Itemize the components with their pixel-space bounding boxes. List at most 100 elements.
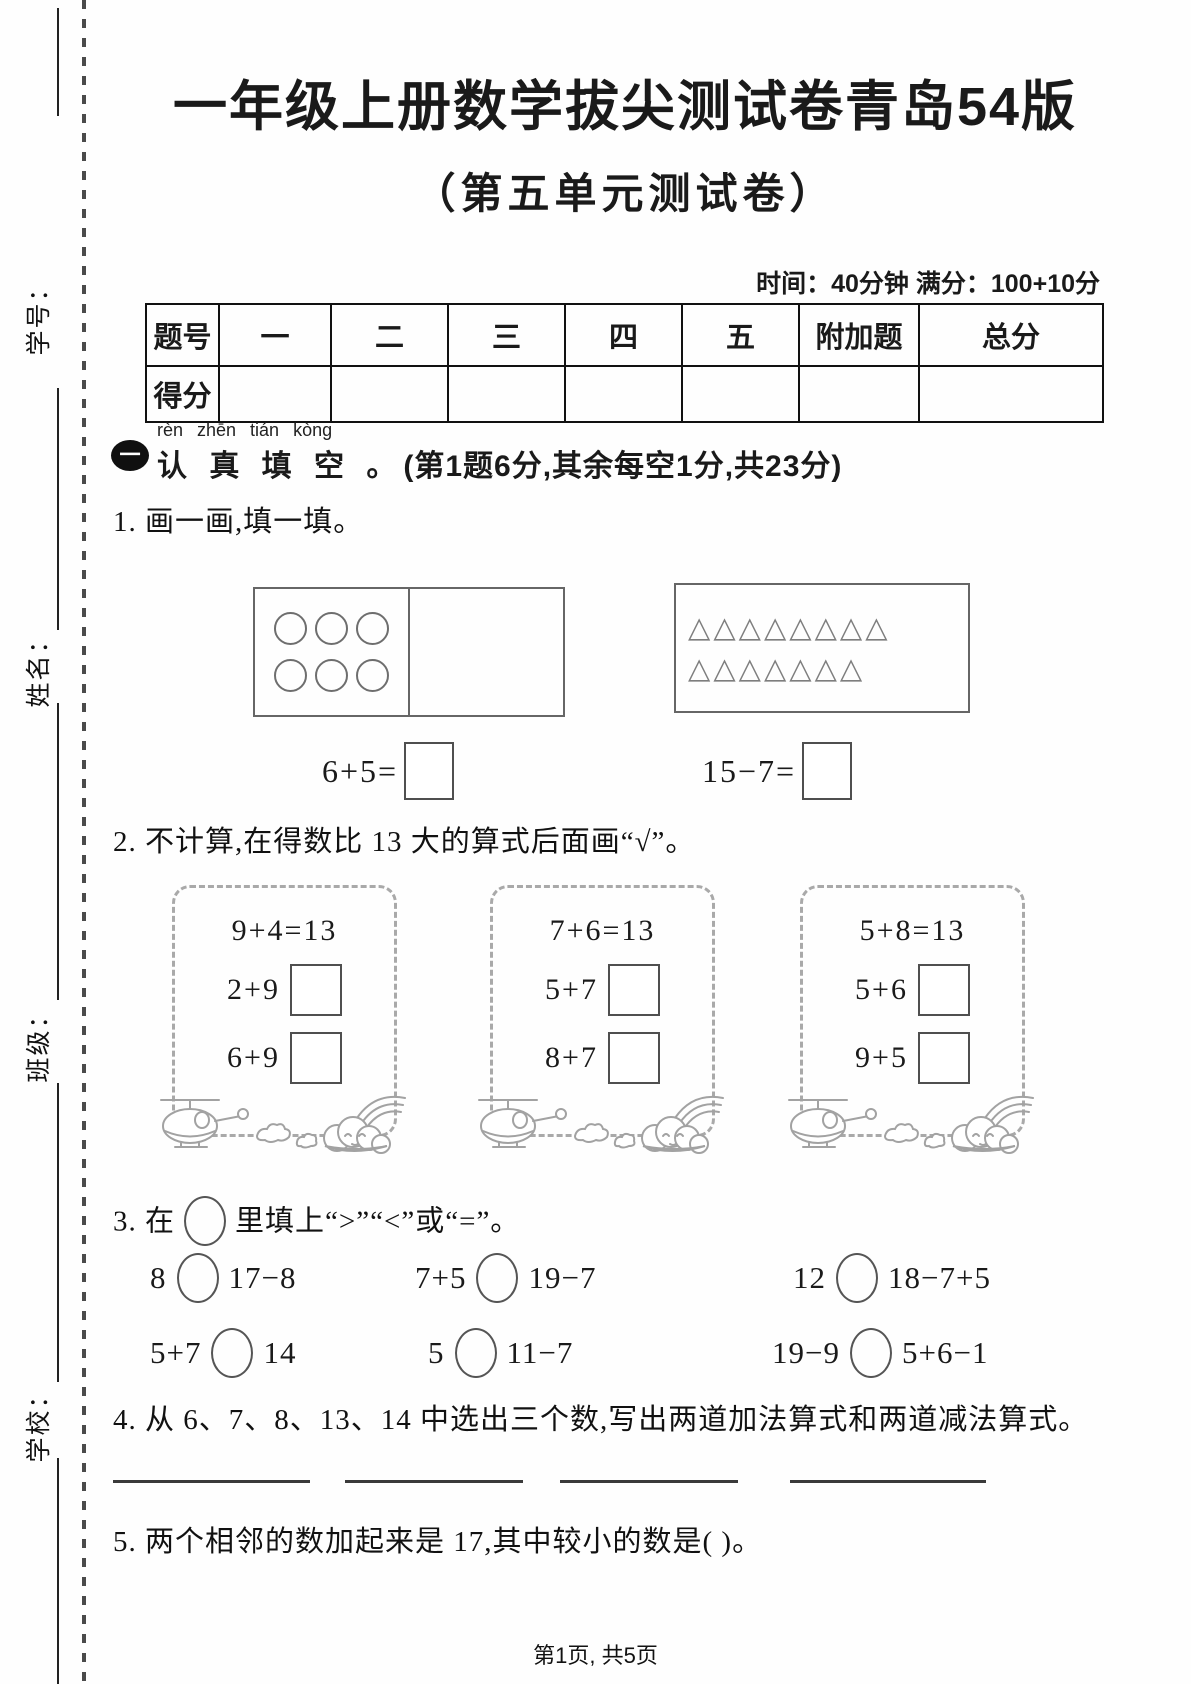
card-decoration	[788, 1096, 1034, 1154]
answer-blank-line[interactable]	[345, 1480, 523, 1483]
q2-text: 2. 不计算,在得数比 13 大的算式后面画“√”。	[113, 826, 696, 858]
answer-blank-line[interactable]	[113, 1480, 310, 1483]
card-item: 5+7	[545, 964, 660, 1016]
exam-meta: 时间：40分钟 满分：100+10分	[756, 270, 1100, 298]
score-table-header: 四	[564, 303, 683, 367]
comparison-circle[interactable]	[454, 1328, 497, 1378]
q2-card: 9+4=13 2+9 6+9	[160, 885, 406, 1154]
score-cell[interactable]	[218, 365, 332, 423]
comparison-left: 7+5	[415, 1260, 467, 1295]
score-cell[interactable]	[447, 365, 566, 423]
equation-text: 5+7	[545, 973, 598, 1006]
margin-fill-line[interactable]	[57, 703, 59, 1000]
triangle-shape: △	[763, 610, 787, 644]
equation-text: 5+6	[855, 973, 908, 1006]
comparison-circle[interactable]	[176, 1253, 219, 1303]
equation-text: 9+5	[855, 1041, 908, 1074]
equation-text: 6+5=	[322, 752, 399, 789]
triangle-shape: △	[814, 651, 837, 685]
q2-card: 7+6=13 5+7 8+7	[478, 885, 724, 1154]
equation-text: 15−7=	[702, 752, 797, 789]
circle-shape	[356, 612, 389, 645]
triangle-shape: △	[763, 651, 787, 685]
score-cell[interactable]	[918, 365, 1104, 423]
triangle-shape: △	[789, 651, 812, 685]
margin-label-class: 班级：	[26, 1001, 53, 1083]
card-item: 5+6	[855, 964, 970, 1016]
comparison-circle[interactable]	[476, 1253, 519, 1303]
triangle-shape: △	[814, 610, 837, 644]
comparison-circle[interactable]	[836, 1253, 878, 1303]
score-table-header: 附加题	[798, 303, 920, 367]
margin-fill-line[interactable]	[57, 1083, 59, 1382]
page-number: 第1页, 共5页	[533, 1643, 658, 1668]
answer-blank-line[interactable]	[790, 1480, 986, 1483]
score-cell[interactable]	[798, 365, 920, 423]
rainbow-cloud-icon	[323, 1096, 406, 1154]
section-title: 认 真 填 空 。	[157, 450, 404, 483]
card-given-equation: 5+8=13	[859, 914, 966, 947]
q3-text: 3. 在里填上“>”“<”或“=”。	[113, 1196, 520, 1252]
answer-box[interactable]	[917, 964, 970, 1016]
q1-equation-left: 6+5=	[322, 742, 455, 800]
card-item: 6+9	[227, 1032, 342, 1084]
q3-text-prefix: 3. 在	[113, 1205, 176, 1238]
cloud-icon	[883, 1123, 946, 1149]
answer-box[interactable]	[289, 1032, 342, 1084]
helicopter-icon	[478, 1099, 567, 1148]
score-table-header: 一	[218, 303, 332, 367]
margin-fill-line[interactable]	[57, 8, 59, 116]
card-decoration	[478, 1096, 724, 1154]
margin-fill-line[interactable]	[57, 388, 59, 630]
equation-text: 6+9	[227, 1041, 280, 1074]
comparison-circle[interactable]	[211, 1328, 254, 1378]
comparison-right: 11−7	[506, 1335, 574, 1370]
comparison-right: 17−8	[228, 1260, 297, 1295]
answer-blank-line[interactable]	[560, 1480, 738, 1483]
comparison-left: 12	[793, 1260, 826, 1295]
helicopter-icon	[788, 1099, 877, 1148]
circle-row	[270, 659, 393, 692]
triangle-shape: △	[738, 610, 761, 644]
triangle-row: △△△△△△△	[688, 654, 968, 683]
comparison-right: 14	[263, 1335, 297, 1370]
cloud-icon	[573, 1123, 636, 1149]
comparison-left: 8	[150, 1260, 167, 1295]
q3-item: 8 17−8	[150, 1253, 296, 1303]
page-title: 一年级上册数学拔尖测试卷青岛54版	[172, 77, 1078, 137]
score-table: 题号 一 二 三 四 五 附加题 总分 得分	[145, 303, 1104, 423]
rainbow-cloud-icon	[951, 1096, 1034, 1154]
answer-box[interactable]	[404, 742, 455, 800]
equation-text: 2+9	[227, 973, 280, 1006]
comparison-circle	[184, 1196, 227, 1246]
answer-box[interactable]	[289, 964, 342, 1016]
card-given-equation: 9+4=13	[231, 914, 338, 947]
score-table-header: 五	[681, 303, 800, 367]
section-pinyin: rèn zhēn tián kòng	[157, 420, 333, 440]
q1-equation-right: 15−7=	[702, 742, 853, 800]
circle-shape	[315, 612, 348, 645]
rainbow-cloud-icon	[641, 1096, 724, 1154]
q4-text: 4. 从 6、7、8、13、14 中选出三个数,写出两道加法算式和两道减法算式。	[113, 1404, 1089, 1436]
answer-box[interactable]	[607, 964, 660, 1016]
triangle-shape: △	[688, 610, 711, 644]
answer-box[interactable]	[607, 1032, 660, 1084]
score-cell[interactable]	[330, 365, 449, 423]
margin-fill-line[interactable]	[57, 1458, 59, 1684]
q3-item: 7+5 19−7	[415, 1253, 596, 1303]
comparison-right: 19−7	[528, 1260, 597, 1295]
comparison-circle[interactable]	[849, 1328, 892, 1378]
score-table-header: 三	[447, 303, 566, 367]
score-cell[interactable]	[681, 365, 800, 423]
answer-box[interactable]	[802, 742, 853, 800]
q1-drawing-area[interactable]	[410, 589, 563, 715]
margin-label-student-id: 学号：	[26, 274, 53, 356]
answer-box[interactable]	[917, 1032, 970, 1084]
score-cell[interactable]	[564, 365, 683, 423]
card-item: 8+7	[545, 1032, 660, 1084]
q1-triangle-box: △△△△△△△△ △△△△△△△	[674, 583, 970, 713]
